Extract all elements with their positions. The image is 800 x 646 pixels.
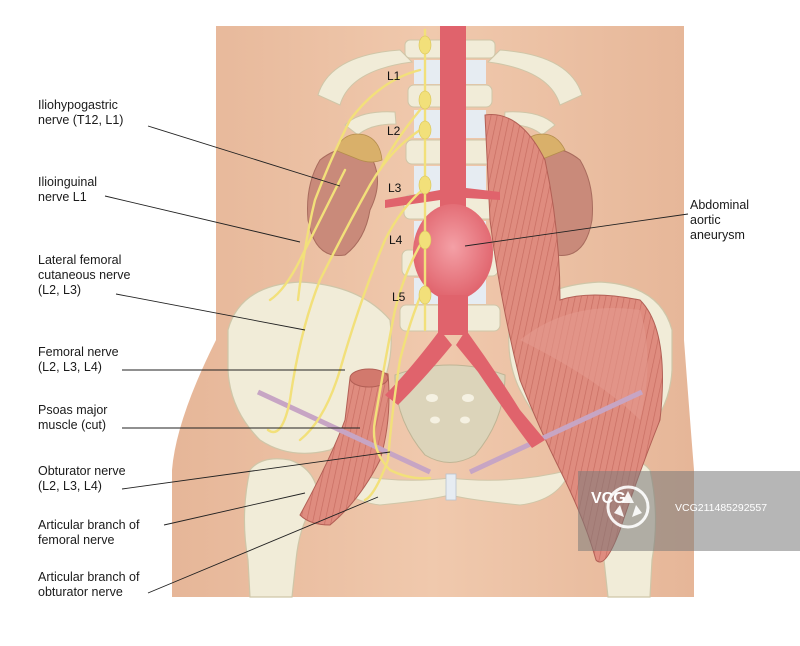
leader-lines	[104, 125, 689, 594]
vertebra-label-l5: L5	[392, 290, 406, 304]
watermark-id: VCG211485292557	[675, 502, 768, 514]
vertebra-label-l1: L1	[387, 69, 401, 83]
aorta	[440, 26, 466, 210]
label-iliohypogastric-nerve: Iliohypogastric nerve (T12, L1)	[38, 98, 124, 127]
label-obturator-nerve: Obturator nerve (L2, L3, L4)	[38, 464, 126, 493]
right-iliac-artery	[456, 330, 545, 448]
left-psoas-cut	[299, 371, 390, 526]
left-iliac-artery	[385, 330, 452, 405]
watermark-logo-icon	[606, 485, 650, 529]
label-ilioinguinal-nerve: Ilioinguinal nerve L1	[38, 175, 98, 204]
label-psoas-major-muscle: Psoas major muscle (cut)	[38, 403, 108, 432]
label-articular-branch-obturator: Articular branch of obturator nerve	[38, 570, 140, 599]
vertebra-label-l3: L3	[388, 181, 402, 195]
aortic-aneurysm	[413, 204, 493, 300]
vertebra-label-l2: L2	[387, 124, 401, 138]
label-articular-branch-femoral: Articular branch of femoral nerve	[38, 518, 140, 547]
watermark-brand: VCG	[591, 490, 626, 507]
label-abdominal-aortic-aneurysm: Abdominal aortic aneurysm	[690, 198, 750, 242]
lower-aorta	[438, 295, 468, 335]
right-renal-artery	[466, 188, 500, 200]
nerve-plexus	[266, 28, 432, 502]
label-lateral-femoral-cutaneous-nerve: Lateral femoral cutaneous nerve (L2, L3)	[38, 253, 131, 297]
sacrum	[394, 364, 506, 463]
vertebra-label-l4: L4	[389, 233, 403, 247]
label-femoral-nerve: Femoral nerve (L2, L3, L4)	[38, 345, 119, 374]
